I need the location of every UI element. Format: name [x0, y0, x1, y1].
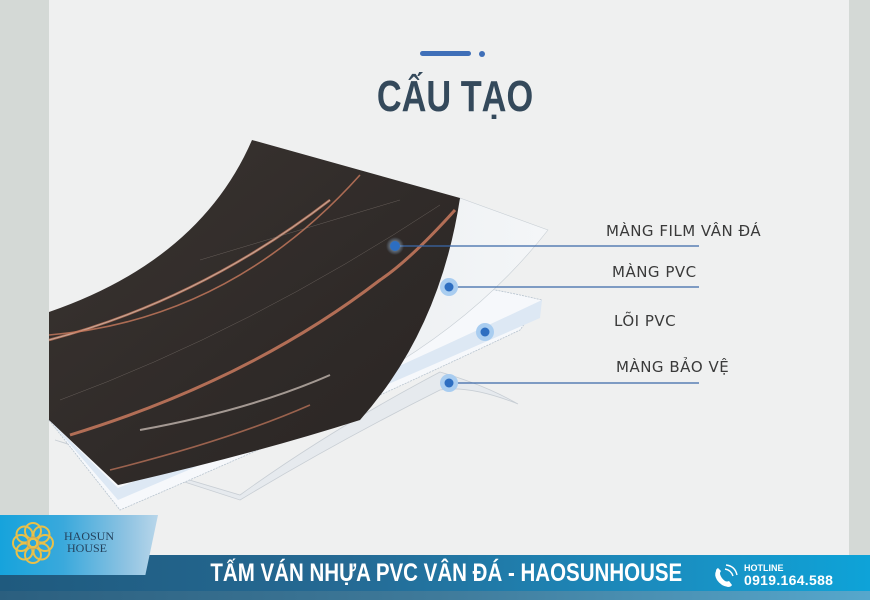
- left-side-panel: [0, 0, 49, 600]
- brand-name-line2: HOUSE: [66, 541, 107, 555]
- hotline-number[interactable]: 0919.164.588: [744, 572, 834, 588]
- hotline-label: HOTLINE: [744, 563, 784, 573]
- lotus-mandala-icon: [12, 522, 54, 564]
- title-accent-bar: [420, 51, 471, 56]
- marker-dot-pvc-film: [440, 278, 458, 296]
- brand-name: HAOSUN HOUSE: [64, 529, 115, 555]
- section-title: CẤU TẠO: [376, 72, 534, 121]
- right-side-panel: [849, 0, 870, 600]
- layer-label-protective-film: MÀNG BẢO VỆ: [616, 358, 730, 376]
- marker-dot-marble-film: [386, 237, 404, 255]
- title-accent-dot: [479, 51, 485, 57]
- marker-dot-protective-film: [440, 374, 458, 392]
- layer-label-marble-film: MÀNG FILM VÂN ĐÁ: [606, 222, 762, 240]
- phone-icon: [715, 564, 738, 587]
- brand-name-line1: HAOSUN: [64, 529, 115, 543]
- layer-label-pvc-core: LÕI PVC: [614, 312, 677, 330]
- footer-banner-strip: [0, 591, 870, 600]
- marble-film-layer: [48, 140, 460, 485]
- layer-label-pvc-film: MÀNG PVC: [612, 263, 697, 281]
- protective-film-layer: [54, 371, 519, 501]
- banner-title: TẤM VÁN NHỰA PVC VÂN ĐÁ - HAOSUNHOUSE: [210, 559, 683, 587]
- marker-dot-pvc-core: [476, 323, 494, 341]
